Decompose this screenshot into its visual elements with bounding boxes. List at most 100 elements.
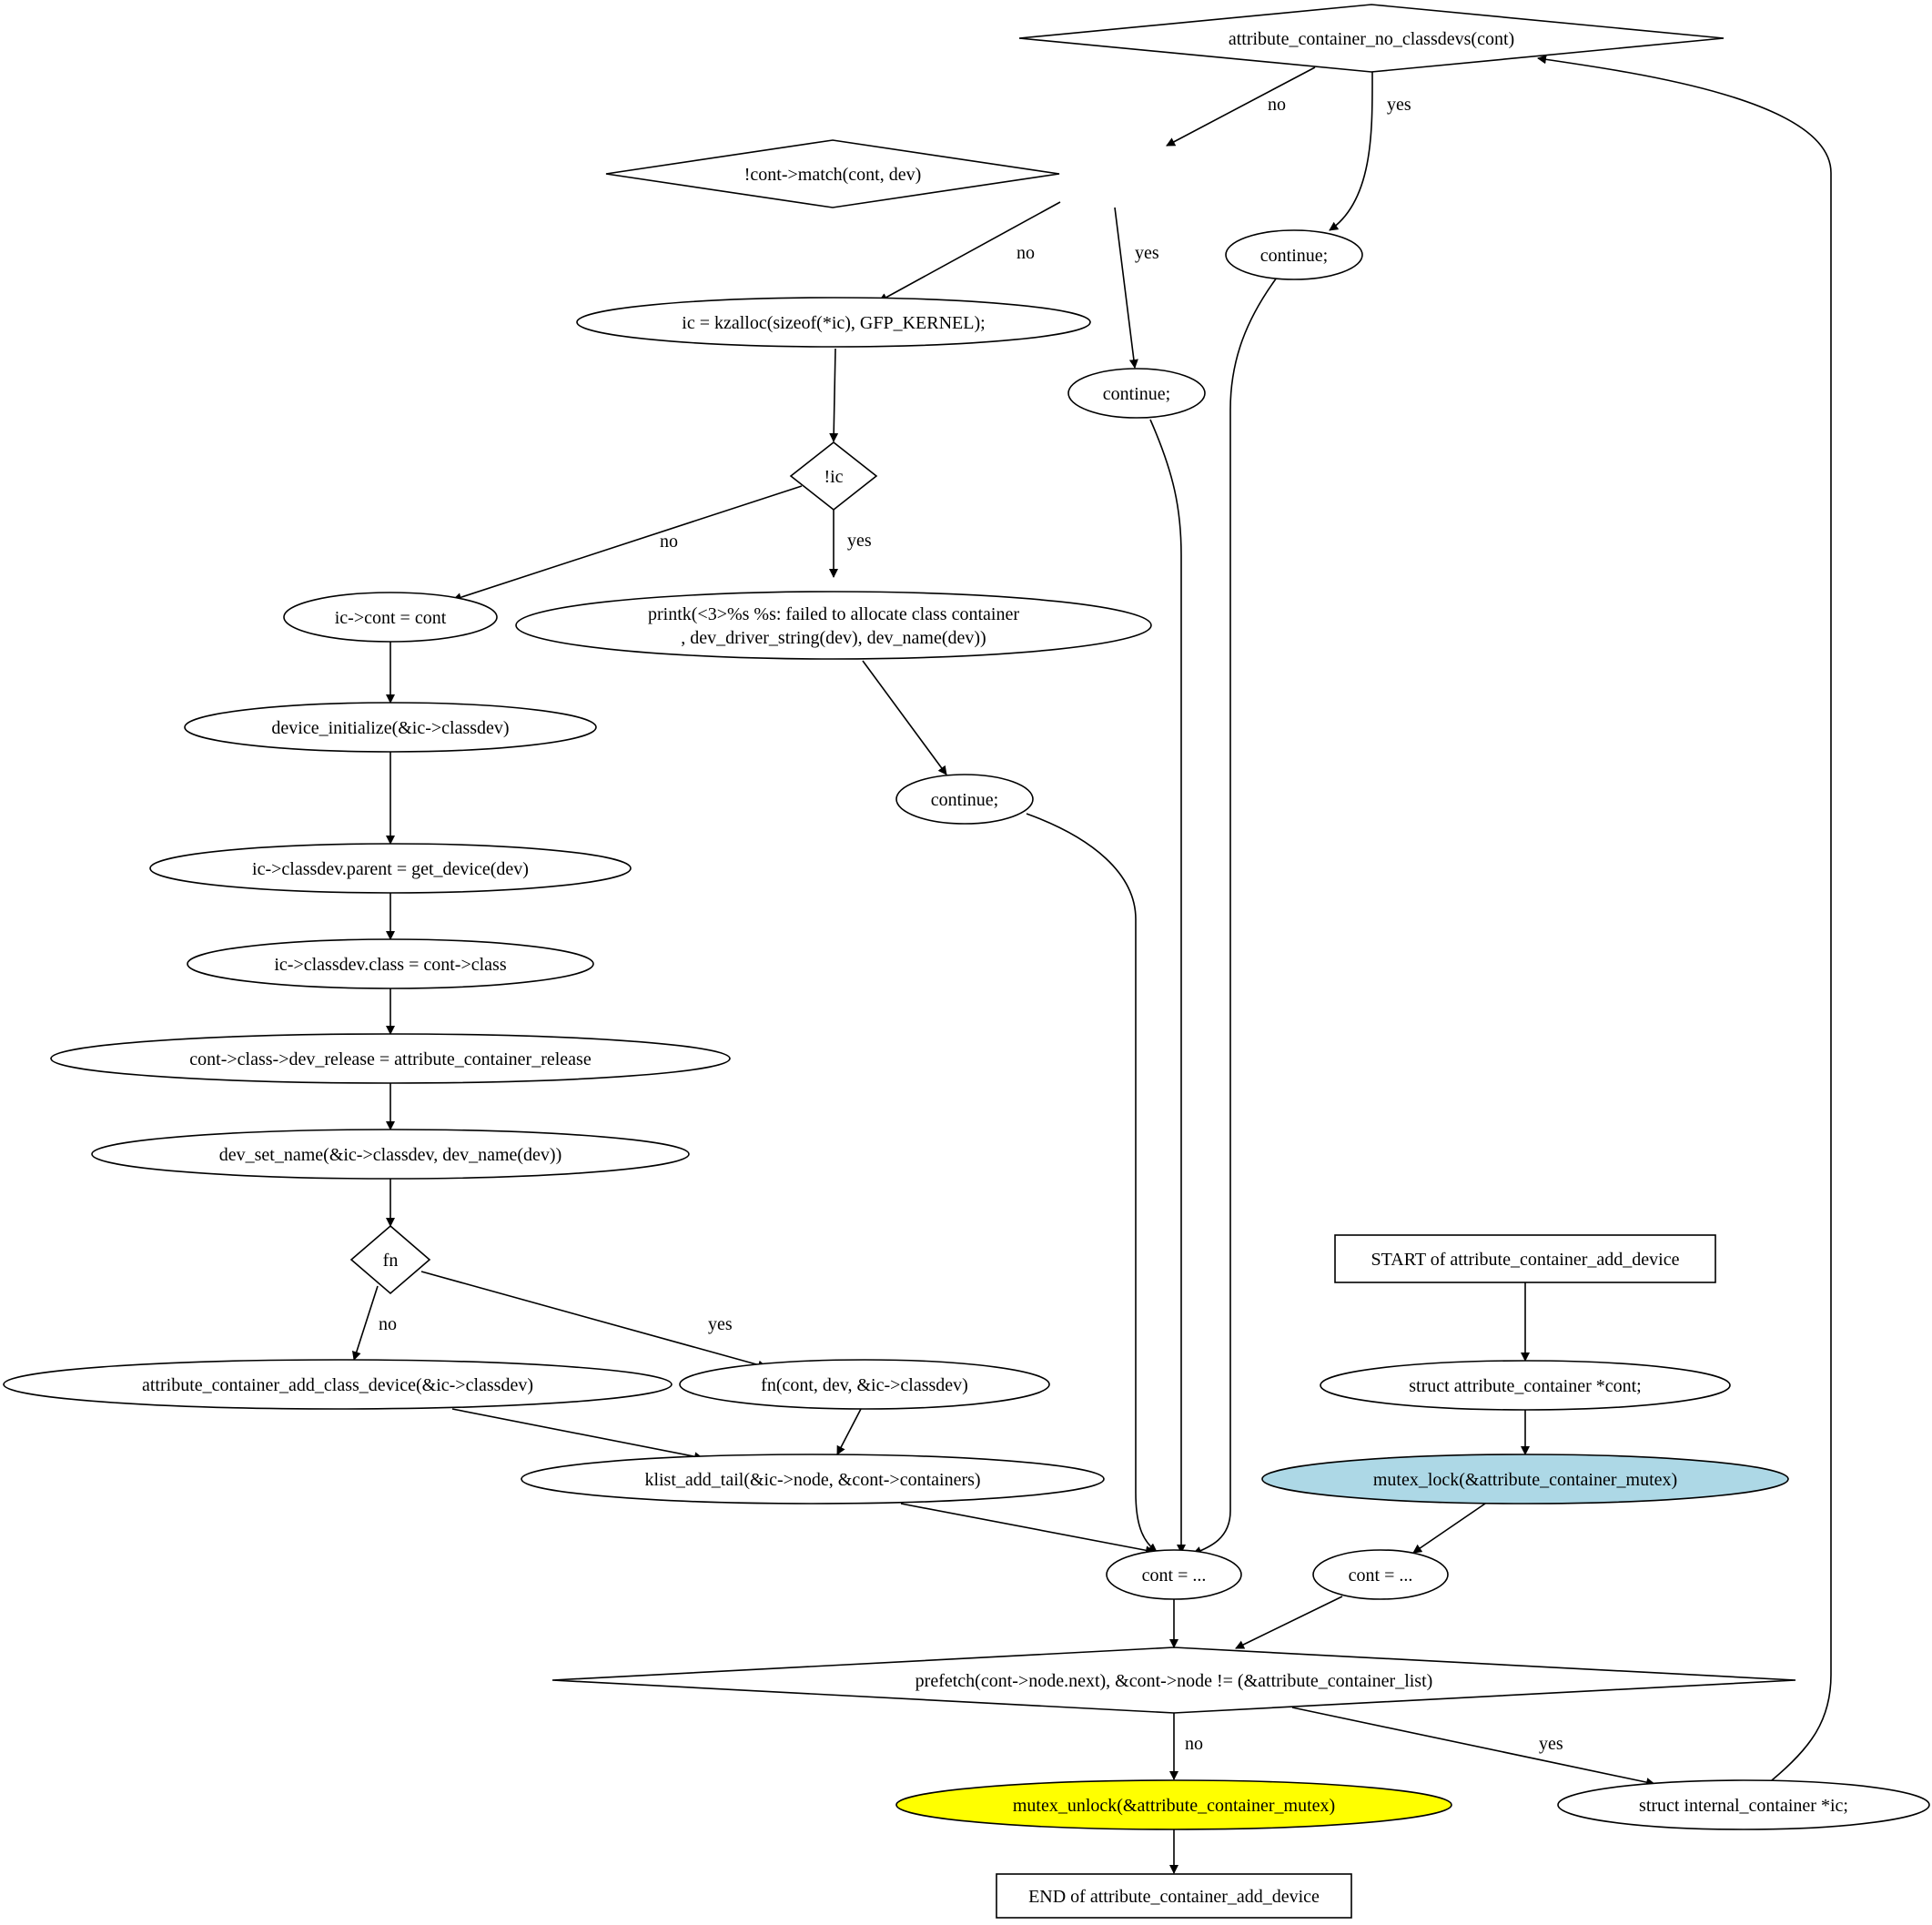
statement-node-fncall: fn(cont, dev, &ic->classdev) <box>679 1359 1050 1410</box>
edge-label-no: no <box>379 1314 397 1334</box>
ellipse-shape <box>521 1454 1105 1505</box>
statement-node-unlock: mutex_unlock(&attribute_container_mutex) <box>895 1779 1452 1830</box>
node-label: printk(<3>%s %s: failed to allocate clas… <box>648 604 1019 624</box>
ellipse-shape <box>149 843 632 894</box>
edge-arrow <box>836 1408 862 1455</box>
statement-node-release: cont->class->dev_release = attribute_con… <box>50 1033 731 1084</box>
node-label: continue; <box>1260 246 1328 266</box>
statement-node-devinit: device_initialize(&ic->classdev) <box>184 702 597 753</box>
diamond-shape <box>1018 4 1725 73</box>
statement-node-klist: klist_add_tail(&ic->node, &cont->contain… <box>521 1454 1105 1505</box>
edge-n_addcls-to-n_klist <box>451 1408 703 1462</box>
edge-n_lock-to-n_contB <box>1412 1503 1486 1554</box>
ellipse-shape <box>679 1359 1050 1410</box>
ellipse-shape <box>1312 1549 1449 1600</box>
edge-n_structic-to-n_acnc <box>1537 55 1832 1781</box>
node-label: attribute_container_no_classdevs(cont) <box>1229 29 1514 49</box>
ellipse-shape <box>283 592 498 643</box>
statement-node-class: ic->classdev.class = cont->class <box>187 938 594 989</box>
terminal-node-end: END of attribute_container_add_device <box>996 1873 1352 1919</box>
ellipse-shape <box>1261 1454 1789 1505</box>
ellipse-shape <box>91 1129 690 1180</box>
ellipse-shape <box>895 774 1034 825</box>
edge-n_contB-to-n_prefetch <box>1235 1596 1343 1649</box>
edge-arrow <box>878 201 1061 302</box>
ellipse-shape <box>515 591 1152 660</box>
edge-n_cont1-to-n_contA <box>1192 277 1278 1555</box>
ellipse-shape <box>50 1033 731 1084</box>
edges-layer: no yes no yes no yes no yes no yes <box>351 55 1832 1874</box>
diamond-shape <box>551 1646 1796 1714</box>
edge-arrow <box>1149 419 1186 1554</box>
decision-node-match: !cont->match(cont, dev) <box>605 139 1060 208</box>
statement-node-contA: cont = ... <box>1106 1549 1242 1600</box>
node-label: continue; <box>931 790 998 810</box>
node-label: cont = ... <box>1349 1565 1413 1586</box>
statement-node-printk: printk(<3>%s %s: failed to allocate clas… <box>515 591 1152 660</box>
ellipse-shape <box>1320 1360 1731 1411</box>
edge-arrow <box>1235 1596 1343 1649</box>
edge-n_match-to-n_cont2: yes <box>1114 207 1159 369</box>
edge-n_prefetch-to-n_unlock: no <box>1169 1713 1203 1780</box>
edge-label-no: no <box>1017 243 1035 263</box>
edge-label-no: no <box>1268 95 1286 115</box>
edge-label-no: no <box>1185 1734 1203 1754</box>
node-label: fn(cont, dev, &ic->classdev) <box>761 1375 968 1395</box>
edge-n_acnc-to-n_cont1: yes <box>1329 71 1411 231</box>
node-label: device_initialize(&ic->classdev) <box>271 718 509 738</box>
edge-n_prefetch-to-n_structic: yes <box>1291 1707 1655 1788</box>
node-label: cont = ... <box>1142 1565 1207 1586</box>
edge-arrow <box>351 1285 379 1361</box>
ellipse-shape <box>1067 368 1206 419</box>
statement-node-parent: ic->classdev.parent = get_device(dev) <box>149 843 632 894</box>
ellipse-shape <box>184 702 597 753</box>
edge-arrow <box>1166 66 1316 147</box>
ellipse-shape <box>1225 229 1363 280</box>
node-label: !ic <box>824 467 843 487</box>
edge-arrow <box>1329 71 1373 231</box>
edge-label-yes: yes <box>847 531 872 551</box>
diamond-shape <box>349 1224 431 1295</box>
edge-arrow <box>1412 1503 1486 1554</box>
edge-n_fn-to-n_addcls: no <box>351 1285 397 1361</box>
edge-arrow <box>1192 277 1278 1555</box>
edge-arrow <box>452 485 803 602</box>
decision-node-acnc: attribute_container_no_classdevs(cont) <box>1018 4 1725 73</box>
diamond-shape <box>789 441 878 512</box>
node-label: mutex_lock(&attribute_container_mutex) <box>1373 1470 1677 1490</box>
edge-n_fn-to-n_fncall: yes <box>420 1271 767 1370</box>
ellipse-shape <box>895 1779 1452 1830</box>
edge-n_kz-to-n_ic <box>829 348 839 442</box>
ellipse-shape <box>3 1359 673 1410</box>
edge-n_match-to-n_kz: no <box>878 201 1061 302</box>
edge-n_ic-to-n_iccont: no <box>452 485 803 602</box>
node-label: mutex_unlock(&attribute_container_mutex) <box>1013 1796 1335 1816</box>
statement-node-setname: dev_set_name(&ic->classdev, dev_name(dev… <box>91 1129 690 1180</box>
edge-label-yes: yes <box>708 1314 733 1334</box>
edge-arrow <box>1026 813 1158 1553</box>
node-label: !cont->match(cont, dev) <box>744 165 922 185</box>
statement-node-cont3: continue; <box>895 774 1034 825</box>
edge-arrow <box>420 1271 767 1370</box>
edge-arrow <box>1537 55 1832 1781</box>
node-label: ic->classdev.parent = get_device(dev) <box>252 859 529 879</box>
node-label: struct attribute_container *cont; <box>1409 1376 1641 1396</box>
edge-arrow <box>1291 1707 1655 1788</box>
node-label: ic = kzalloc(sizeof(*ic), GFP_KERNEL); <box>682 313 985 333</box>
edge-n_cont2-to-n_contA <box>1149 419 1186 1554</box>
node-label: cont->class->dev_release = attribute_con… <box>189 1049 592 1069</box>
edge-label-no: no <box>660 532 678 552</box>
edge-n_ic-to-n_printk: yes <box>829 509 872 578</box>
ellipse-shape <box>1106 1549 1242 1600</box>
ellipse-shape <box>576 297 1091 348</box>
edge-label-yes: yes <box>1387 95 1411 115</box>
edge-label-yes: yes <box>1135 243 1159 263</box>
decision-node-fn: fn <box>349 1224 431 1295</box>
edge-arrow <box>451 1408 703 1462</box>
statement-node-addcls: attribute_container_add_class_device(&ic… <box>3 1359 673 1410</box>
diamond-shape <box>605 139 1060 208</box>
statement-node-iccont: ic->cont = cont <box>283 592 498 643</box>
statement-node-contB: cont = ... <box>1312 1549 1449 1600</box>
node-label: struct internal_container *ic; <box>1639 1796 1848 1816</box>
